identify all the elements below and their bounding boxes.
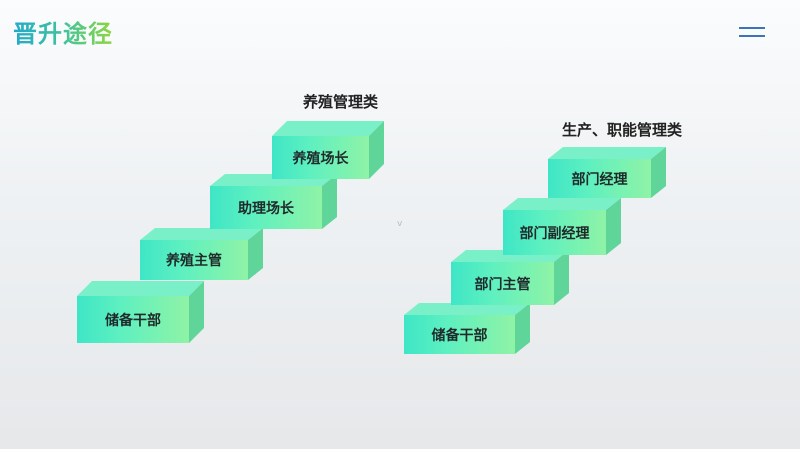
left-step-4-label: 养殖场长 <box>272 136 369 179</box>
right-step-2-label: 部门主管 <box>451 262 554 305</box>
page-title: 晋升途径 <box>13 20 113 48</box>
left-step-3-label: 助理场长 <box>210 186 322 229</box>
left-step-1-label: 储备干部 <box>77 296 189 343</box>
left-path-label: 养殖管理类 <box>303 93 379 111</box>
right-step-4-label: 部门经理 <box>548 159 651 198</box>
right-step-1-label: 储备干部 <box>404 315 515 354</box>
left-step-2-label: 养殖主管 <box>140 240 248 280</box>
right-step-3-label: 部门副经理 <box>503 210 606 255</box>
center-marker: v <box>397 219 403 229</box>
hamburger-menu-icon[interactable] <box>739 26 765 38</box>
right-path-label: 生产、职能管理类 <box>562 121 683 139</box>
